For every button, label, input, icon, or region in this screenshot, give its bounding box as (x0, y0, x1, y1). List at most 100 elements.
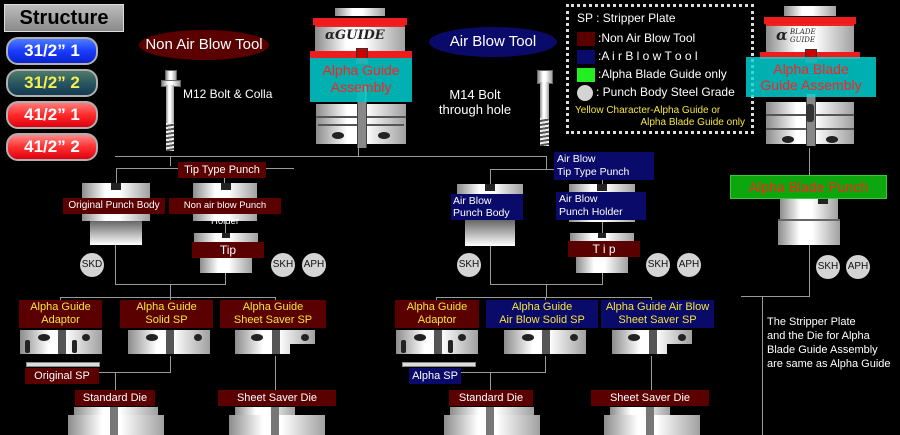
left-sp-adaptor-line2: Adaptor (41, 314, 80, 326)
alpha-blade-punch-label: Alpha Blade Punch (730, 175, 887, 199)
connector-line (60, 297, 61, 301)
legend: SP : Stripper Plate :Non Air Blow Tool :… (566, 4, 754, 134)
connector-line (275, 356, 276, 390)
left-sp-adaptor-label: Alpha Guide Adaptor (19, 300, 102, 328)
connector-line (436, 297, 652, 298)
left-sp-solid-line1: Alpha Guide (136, 301, 197, 313)
legend-air-text: :A i r B l o w T o o l (598, 49, 698, 63)
structure-title: Structure (4, 4, 124, 32)
right-adaptor-illustration (396, 330, 478, 356)
alpha-blade-guide-assembly-label: Alpha Blade Guide Assembly (746, 57, 876, 97)
right-sheet-saver-die-illustration (604, 407, 700, 435)
connector-line (602, 222, 603, 234)
connector-line (436, 297, 437, 301)
legend-blade: :Alpha Blade Guide only (577, 67, 727, 82)
right-standard-die-label: Standard Die (449, 390, 533, 406)
left-sp-solid-line2: Solid SP (145, 314, 188, 326)
connector-line (490, 169, 491, 185)
legend-air: :A i r B l o w T o o l (577, 49, 698, 64)
legend-steel: : Punch Body Steel Grade (577, 85, 735, 101)
non-air-swatch (577, 31, 595, 46)
connector-line (170, 356, 171, 372)
right-sp-sheet-saver-label: Alpha Guide Air Blow Sheet Saver SP (601, 300, 714, 328)
right-sheet-saver-sp-illustration (612, 330, 692, 356)
size-button-4-5-1[interactable]: 41/2” 1 (6, 101, 98, 129)
connector-line (762, 297, 763, 435)
connector-line (115, 156, 547, 157)
legend-blade-text: :Alpha Blade Guide only (598, 67, 727, 81)
connector-line (809, 148, 810, 175)
m14-bolt-label-line2: through hole (438, 102, 512, 117)
left-sp-adaptor-line1: Alpha Guide (30, 301, 91, 313)
right-sp-sheet-saver-line1: Alpha Guide Air Blow (605, 301, 710, 313)
connector-line (170, 284, 171, 298)
air-blow-punch-holder-line1: Air Blow (559, 193, 598, 205)
connector-line (545, 297, 546, 301)
alpha-sp-label: Alpha SP (409, 368, 461, 384)
right-sp-solid-line2: Air Blow Solid SP (499, 314, 585, 326)
original-sp-label: Original SP (25, 368, 99, 384)
connector-line (99, 372, 171, 373)
air-blow-punch-holder-label: Air Blow Punch Holder (556, 192, 646, 220)
size-button-4-5-2[interactable]: 41/2” 2 (6, 133, 98, 161)
solid-sp-illustration (128, 330, 210, 356)
connector-line (60, 297, 276, 298)
air-blow-punch-body-line1: Air Blow (453, 195, 492, 207)
right-sp-solid-line1: Alpha Guide (511, 301, 573, 313)
alpha-guide-logo: αGUIDE (325, 28, 385, 43)
connector-line (602, 273, 603, 284)
alpha-blade-guide-assembly-illustration: α BLADE GUIDE (760, 4, 860, 148)
right-solid-sp-illustration (504, 330, 586, 356)
legend-sp: SP : Stripper Plate (577, 11, 676, 25)
sheet-saver-sp-illustration (235, 330, 315, 356)
right-standard-die-illustration (444, 407, 540, 435)
left-standard-die-label: Standard Die (75, 390, 155, 406)
blade-note-line1: The Stripper Plate (767, 316, 856, 328)
connector-line (170, 156, 171, 166)
left-sheet-saver-die-illustration (229, 407, 325, 435)
left-sp-sheet-saver-label: Alpha Guide Sheet Saver SP (220, 300, 326, 328)
alpha-blade-logo-text: BLADE GUIDE (790, 28, 816, 44)
connector-line (546, 284, 547, 298)
connector-line (490, 246, 491, 284)
blade-swatch (577, 67, 595, 82)
tip-type-punch-label: Tip Type Punch (178, 162, 266, 178)
blade-note-line2: and the Die for Alpha (767, 330, 870, 342)
right-sp-sheet-saver-line2: Sheet Saver SP (618, 314, 697, 326)
air-blow-punch-body-label: Air Blow Punch Body (451, 194, 523, 220)
legend-non-air-text: :Non Air Blow Tool (598, 31, 696, 45)
alpha-sp-plate-icon (402, 362, 476, 367)
air-blow-tip-type-line1: Air Blow (557, 153, 596, 165)
alpha-blade-logo-line1: BLADE (790, 28, 816, 36)
connector-line (490, 169, 582, 170)
connector-line (358, 145, 359, 156)
left-standard-die-illustration (68, 407, 164, 435)
grade-badge-air-body-skh: SKH (457, 253, 481, 277)
size-button-3-5-1[interactable]: 31/2” 1 (6, 37, 98, 65)
m14-bolt-icon (537, 70, 553, 148)
air-swatch (577, 49, 595, 64)
grade-badge-air-tip-skh: SKH (646, 253, 670, 277)
left-sp-sheet-saver-line1: Alpha Guide (242, 301, 304, 313)
steel-grade-swatch (577, 85, 593, 101)
size-button-3-5-2[interactable]: 31/2” 2 (6, 69, 98, 97)
connector-line (461, 372, 546, 373)
connector-line (275, 297, 276, 301)
right-sp-solid-label: Alpha Guide Air Blow Solid SP (486, 300, 598, 328)
right-sheet-saver-die-label: Sheet Saver Die (591, 390, 709, 406)
air-tip-label: T i p (568, 241, 640, 257)
air-blow-punch-body-line2: Punch Body (453, 207, 510, 219)
air-blow-header: Air Blow Tool (429, 27, 557, 57)
m14-bolt-label-line1: M14 Bolt (449, 87, 501, 102)
adaptor-illustration (20, 330, 102, 356)
connector-line (651, 297, 652, 301)
legend-note-line1: Yellow Character-Alpha Guide or (575, 105, 721, 116)
tip-label: Tip (192, 242, 264, 258)
left-sheet-saver-die-label: Sheet Saver Die (218, 390, 336, 406)
blade-note-line4: are same as Alpha Guide (767, 358, 891, 370)
right-sp-adaptor-label: Alpha Guide Adaptor (395, 300, 479, 328)
connector-line (490, 372, 491, 390)
original-sp-plate-icon (26, 362, 100, 367)
left-sp-sheet-saver-line2: Sheet Saver SP (233, 314, 313, 326)
non-air-blow-header: Non Air Blow Tool (139, 30, 269, 60)
